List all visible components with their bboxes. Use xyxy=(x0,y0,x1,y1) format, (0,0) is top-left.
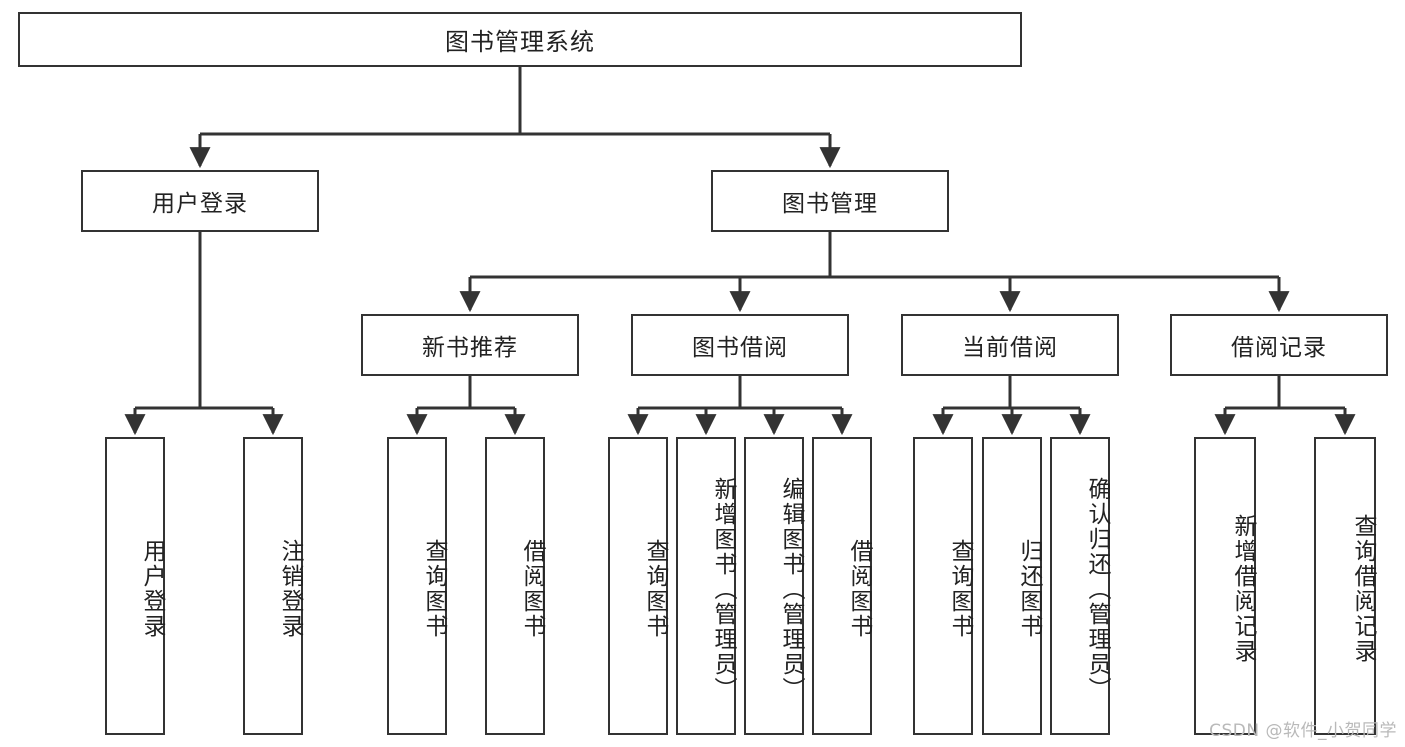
leaf-label: 确认归还（管理员） xyxy=(1084,476,1110,702)
leaf-label: 归还图书 xyxy=(1016,539,1042,639)
leaf-label: 新增借阅记录 xyxy=(1230,514,1256,664)
node-book-management[interactable]: 图书管理 xyxy=(711,170,949,232)
leaf-label: 查询图书 xyxy=(421,539,447,639)
leaf-add-book-admin[interactable]: 新增图书（管理员） xyxy=(676,437,736,735)
leaf-confirm-return-admin[interactable]: 确认归还（管理员） xyxy=(1050,437,1110,735)
node-borrow-record-label: 借阅记录 xyxy=(1231,335,1327,361)
leaf-label: 编辑图书（管理员） xyxy=(778,476,804,702)
node-new-book-recommend-label: 新书推荐 xyxy=(422,335,518,361)
node-current-borrow[interactable]: 当前借阅 xyxy=(901,314,1119,376)
leaf-query-book-current[interactable]: 查询图书 xyxy=(913,437,973,735)
node-new-book-recommend[interactable]: 新书推荐 xyxy=(361,314,579,376)
node-root-label: 图书管理系统 xyxy=(445,28,595,56)
node-user-login-label: 用户登录 xyxy=(152,191,248,217)
leaf-add-borrow-record[interactable]: 新增借阅记录 xyxy=(1194,437,1256,735)
leaf-user-login[interactable]: 用户登录 xyxy=(105,437,165,735)
leaf-query-book-borrow[interactable]: 查询图书 xyxy=(608,437,668,735)
leaf-label: 借阅图书 xyxy=(519,539,545,639)
node-book-management-label: 图书管理 xyxy=(782,191,878,217)
leaf-label: 查询借阅记录 xyxy=(1350,514,1376,664)
leaf-return-book[interactable]: 归还图书 xyxy=(982,437,1042,735)
leaf-label: 查询图书 xyxy=(947,539,973,639)
node-borrow-record[interactable]: 借阅记录 xyxy=(1170,314,1388,376)
leaf-borrow-book[interactable]: 借阅图书 xyxy=(812,437,872,735)
leaf-label: 用户登录 xyxy=(139,539,165,639)
node-book-borrow[interactable]: 图书借阅 xyxy=(631,314,849,376)
node-current-borrow-label: 当前借阅 xyxy=(962,335,1058,361)
leaf-label: 注销登录 xyxy=(277,539,303,639)
leaf-label: 新增图书（管理员） xyxy=(710,476,736,702)
leaf-label: 借阅图书 xyxy=(846,539,872,639)
leaf-borrow-book-recommend[interactable]: 借阅图书 xyxy=(485,437,545,735)
leaf-label: 查询图书 xyxy=(642,539,668,639)
node-root[interactable]: 图书管理系统 xyxy=(18,12,1022,67)
node-user-login[interactable]: 用户登录 xyxy=(81,170,319,232)
node-book-borrow-label: 图书借阅 xyxy=(692,335,788,361)
leaf-query-borrow-record[interactable]: 查询借阅记录 xyxy=(1314,437,1376,735)
leaf-edit-book-admin[interactable]: 编辑图书（管理员） xyxy=(744,437,804,735)
leaf-logout[interactable]: 注销登录 xyxy=(243,437,303,735)
leaf-query-book-recommend[interactable]: 查询图书 xyxy=(387,437,447,735)
